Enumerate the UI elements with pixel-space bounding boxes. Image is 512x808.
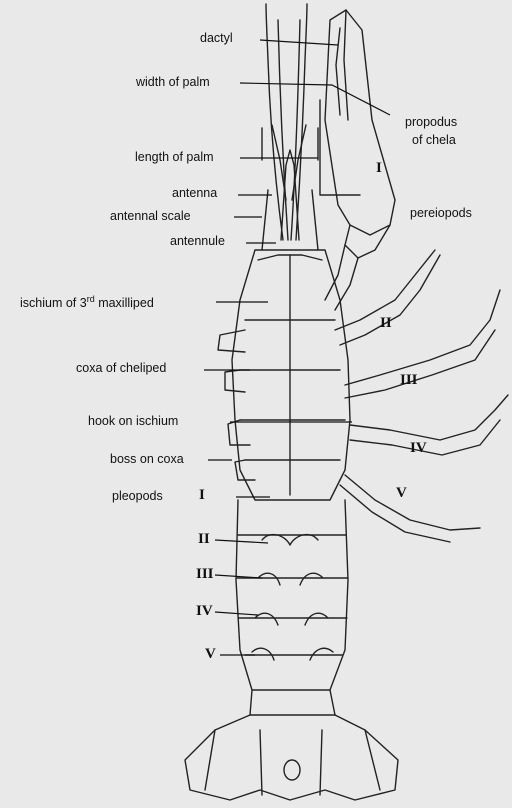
antenna-right: [296, 4, 307, 240]
label-pleopods: pleopods: [112, 489, 163, 503]
pleopod-number-2: II: [198, 531, 210, 548]
label-dactyl: dactyl: [200, 31, 233, 45]
tail-fan: [185, 715, 398, 800]
label-ischium-post: maxilliped: [95, 296, 154, 310]
cephalothorax: [232, 250, 350, 500]
label-ischium-pre: ischium of 3: [20, 296, 87, 310]
pleopod-number-1: I: [199, 487, 205, 504]
label-ischium-of-3rd-maxilliped: ischium of 3rd maxilliped: [20, 294, 154, 310]
label-pereiopods: pereiopods: [410, 206, 472, 220]
pereiopod-number-5: V: [396, 485, 407, 502]
label-width-of-palm: width of palm: [136, 75, 210, 89]
leg-IV: [350, 395, 508, 455]
label-length-of-palm: length of palm: [135, 150, 214, 164]
pleopod-number-4: IV: [196, 603, 213, 620]
antenna-left: [266, 4, 283, 240]
label-boss-on-coxa: boss on coxa: [110, 452, 184, 466]
label-antennule: antennule: [170, 234, 225, 248]
pereiopod-number-1: I: [376, 160, 382, 177]
chela-right: [325, 10, 395, 235]
leg-III: [345, 290, 500, 398]
label-ischium-sup: rd: [87, 294, 95, 304]
label-propodus: propodus: [405, 115, 457, 129]
abdomen: [236, 500, 348, 690]
label-of-chela: of chela: [412, 133, 456, 147]
pleopod-number-3: III: [196, 566, 214, 583]
label-coxa-of-cheliped: coxa of cheliped: [76, 361, 166, 375]
label-antennal-scale: antennal scale: [110, 209, 191, 223]
leg-V: [340, 475, 480, 542]
pereiopod-number-2: II: [380, 315, 392, 332]
pleopod-number-5: V: [205, 646, 216, 663]
pereiopod-number-4: IV: [410, 440, 427, 457]
pereiopod-number-3: III: [400, 372, 418, 389]
label-antenna: antenna: [172, 186, 217, 200]
label-hook-on-ischium: hook on ischium: [88, 414, 178, 428]
